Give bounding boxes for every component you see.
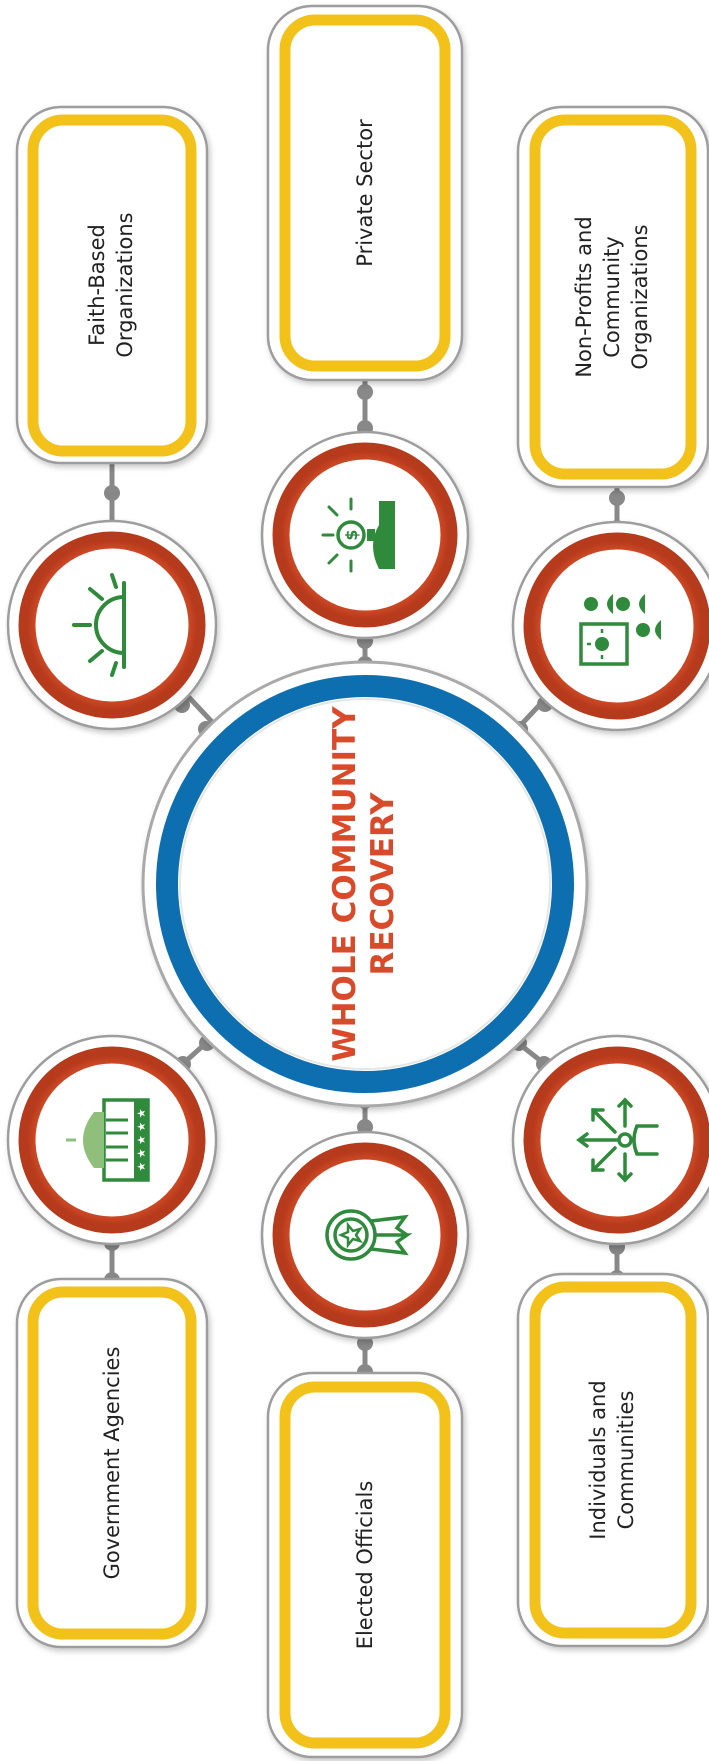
hub-title-line2: RECOVERY <box>365 792 401 976</box>
nonprofit-icon-ring <box>523 532 709 720</box>
connector-dot <box>357 384 373 400</box>
private-label-line1: Private Sector <box>353 119 377 267</box>
faith-label-line1: Faith-Based <box>85 224 109 346</box>
government-icon-ring <box>18 1046 206 1234</box>
private-box-border <box>279 14 451 372</box>
svg-text:$: $ <box>342 529 361 540</box>
sunrise-icon <box>72 573 126 677</box>
elected-label-line1: Elected Officials <box>353 1481 377 1650</box>
nonprofit-label-line3: Organizations <box>628 224 652 369</box>
money-hand-idea-icon: $ <box>321 497 395 573</box>
faith-label: Faith-Based Organizations <box>85 212 137 357</box>
government-label: Government Agencies <box>100 1347 124 1580</box>
nonprofit-label-line2: Community <box>600 236 624 358</box>
hub-title-line1: WHOLE COMMUNITY <box>327 706 363 1062</box>
individuals-label-line1: Individuals and <box>586 1380 610 1539</box>
capitol-building-icon: ★ ★ ★ ★ ★ <box>66 1098 150 1182</box>
elected-label: Elected Officials <box>353 1481 377 1650</box>
individuals-label-line2: Communities <box>614 1391 638 1530</box>
hub-inner-edge <box>179 698 551 1070</box>
government-box-border <box>27 1286 197 1640</box>
hub-blue-ring <box>156 675 574 1093</box>
individuals-label: Individuals and Communities <box>586 1380 638 1539</box>
elected-icon-ring <box>272 1142 458 1328</box>
private-label: Private Sector <box>353 119 377 267</box>
award-medal-icon <box>325 1209 413 1261</box>
connector-dot <box>609 490 625 506</box>
individuals-box-border <box>529 1281 697 1639</box>
group-idea-board-icon <box>579 594 661 666</box>
node-government-agencies: ★ ★ ★ ★ ★ Government Agencies <box>6 1034 218 1649</box>
faith-label-line2: Organizations <box>113 212 137 357</box>
hub: WHOLE COMMUNITY RECOVERY <box>141 660 589 1108</box>
node-private-sector: Private Sector $ <box>260 4 470 640</box>
node-non-profits: Non-Profits and Community Organizations <box>511 105 709 732</box>
nonprofit-label-line1: Non-Profits and <box>572 216 596 377</box>
node-individuals-communities: Individuals and Communities <box>511 1034 709 1648</box>
node-elected-officials: Elected Officials <box>260 1130 470 1759</box>
elected-box-border <box>279 1381 451 1749</box>
node-faith-based: Faith-Based Organizations <box>6 105 218 731</box>
person-outward-arrows-icon <box>576 1097 659 1183</box>
government-label-line1: Government Agencies <box>100 1347 124 1580</box>
faith-icon-ring <box>18 531 206 719</box>
faith-box-border <box>27 114 197 457</box>
nonprofit-box-border <box>529 114 697 480</box>
nonprofit-label: Non-Profits and Community Organizations <box>572 216 652 377</box>
hub-title: WHOLE COMMUNITY RECOVERY <box>327 706 401 1062</box>
connector-dot <box>104 485 120 501</box>
svg-text:★ ★ ★ ★ ★: ★ ★ ★ ★ ★ <box>135 1108 148 1171</box>
